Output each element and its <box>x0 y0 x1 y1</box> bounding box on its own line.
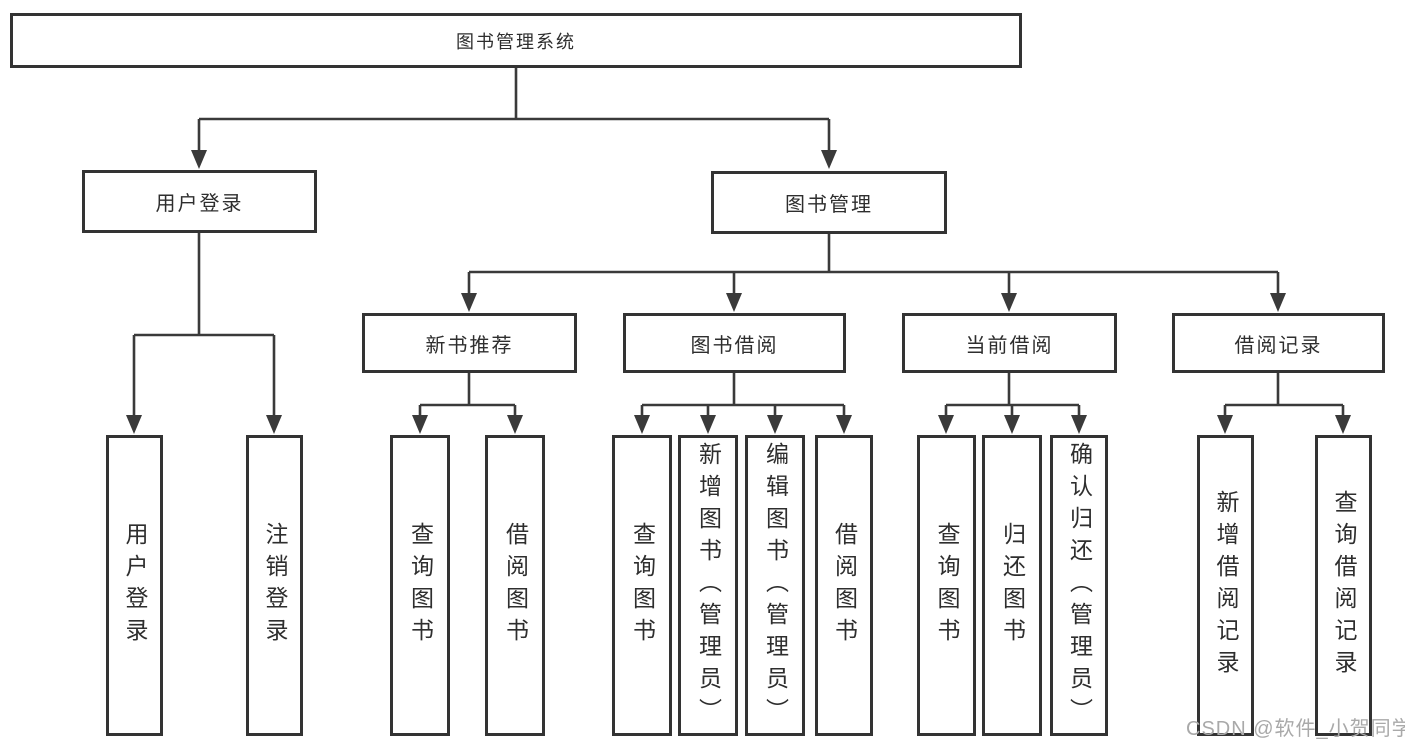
leaf-query-books-borrowing: 查询图书 <box>612 435 672 736</box>
arrow-down-icon <box>634 415 650 434</box>
connector-root-to-level2 <box>197 68 831 156</box>
arrow-down-icon <box>938 415 954 434</box>
leaf-confirm-return-admin-label: 确认归还（管理员） <box>1066 441 1093 730</box>
arrow-down-icon <box>767 415 783 434</box>
node-library-system-label: 图书管理系统 <box>456 31 576 52</box>
leaf-borrow-books-recommend: 借阅图书 <box>485 435 545 736</box>
leaf-edit-book-admin-label: 编辑图书（管理员） <box>762 441 789 730</box>
connector-current-borrow-to-leaves <box>944 373 1081 421</box>
node-user-login-group-label: 用户登录 <box>155 193 244 215</box>
leaf-confirm-return-admin: 确认归还（管理员） <box>1050 435 1108 736</box>
leaf-logout-login: 注销登录 <box>246 435 303 736</box>
csdn-watermark: CSDN @软件_小贺同学 <box>1186 718 1405 740</box>
leaf-query-books-current-label: 查询图书 <box>934 521 960 650</box>
arrow-down-icon <box>412 415 428 434</box>
leaf-add-book-admin: 新增图书（管理员） <box>678 435 738 736</box>
arrow-down-icon <box>1071 415 1087 434</box>
arrow-down-icon <box>836 415 852 434</box>
node-library-system: 图书管理系统 <box>10 13 1022 68</box>
arrow-down-icon <box>821 150 837 169</box>
arrow-down-icon <box>461 293 477 312</box>
leaf-query-books-current: 查询图书 <box>917 435 976 736</box>
connector-user-login-to-leaves <box>132 233 276 421</box>
arrow-down-icon <box>1001 293 1017 312</box>
arrow-down-icon <box>126 415 142 434</box>
leaf-return-books-label: 归还图书 <box>999 521 1026 650</box>
connector-book-borrow-to-leaves <box>640 373 846 421</box>
node-borrowing-records: 借阅记录 <box>1172 313 1385 373</box>
leaf-user-login: 用户登录 <box>106 435 163 736</box>
connector-book-mgmt-to-level3 <box>467 234 1280 299</box>
leaf-query-books-recommend-label: 查询图书 <box>407 521 434 650</box>
leaf-edit-book-admin: 编辑图书（管理员） <box>745 435 805 736</box>
connector-new-book-to-leaves <box>418 373 517 421</box>
node-book-management-label: 图书管理 <box>785 194 873 216</box>
node-new-book-recommend: 新书推荐 <box>362 313 577 373</box>
node-current-borrowing-label: 当前借阅 <box>965 334 1054 357</box>
leaf-query-books-recommend: 查询图书 <box>390 435 450 736</box>
leaf-query-borrow-record-label: 查询借阅记录 <box>1331 489 1357 682</box>
leaf-return-books: 归还图书 <box>982 435 1042 736</box>
arrow-down-icon <box>726 293 742 312</box>
leaf-logout-login-label: 注销登录 <box>262 521 288 650</box>
node-book-borrowing: 图书借阅 <box>623 313 846 373</box>
arrow-down-icon <box>266 415 282 434</box>
node-book-borrowing-label: 图书借阅 <box>690 334 779 357</box>
leaf-borrow-books-recommend-label: 借阅图书 <box>502 521 529 650</box>
arrow-down-icon <box>1270 293 1286 312</box>
leaf-borrow-books-borrowing: 借阅图书 <box>815 435 873 736</box>
leaf-add-borrow-record-label: 新增借阅记录 <box>1213 489 1239 682</box>
leaf-query-books-borrowing-label: 查询图书 <box>629 521 656 650</box>
arrow-down-icon <box>191 150 207 169</box>
arrow-down-icon <box>1335 415 1351 434</box>
leaf-user-login-label: 用户登录 <box>122 521 148 650</box>
leaf-add-borrow-record: 新增借阅记录 <box>1197 435 1254 736</box>
arrow-down-icon <box>507 415 523 434</box>
leaf-borrow-books-borrowing-label: 借阅图书 <box>831 521 858 650</box>
node-user-login-group: 用户登录 <box>82 170 317 233</box>
connector-records-to-leaves <box>1223 373 1345 421</box>
arrow-down-icon <box>700 415 716 434</box>
node-new-book-recommend-label: 新书推荐 <box>425 334 514 357</box>
node-borrowing-records-label: 借阅记录 <box>1234 334 1323 357</box>
arrow-down-icon <box>1004 415 1020 434</box>
node-current-borrowing: 当前借阅 <box>902 313 1117 373</box>
node-book-management: 图书管理 <box>711 171 947 234</box>
arrow-down-icon <box>1217 415 1233 434</box>
leaf-query-borrow-record: 查询借阅记录 <box>1315 435 1372 736</box>
leaf-add-book-admin-label: 新增图书（管理员） <box>695 441 722 730</box>
